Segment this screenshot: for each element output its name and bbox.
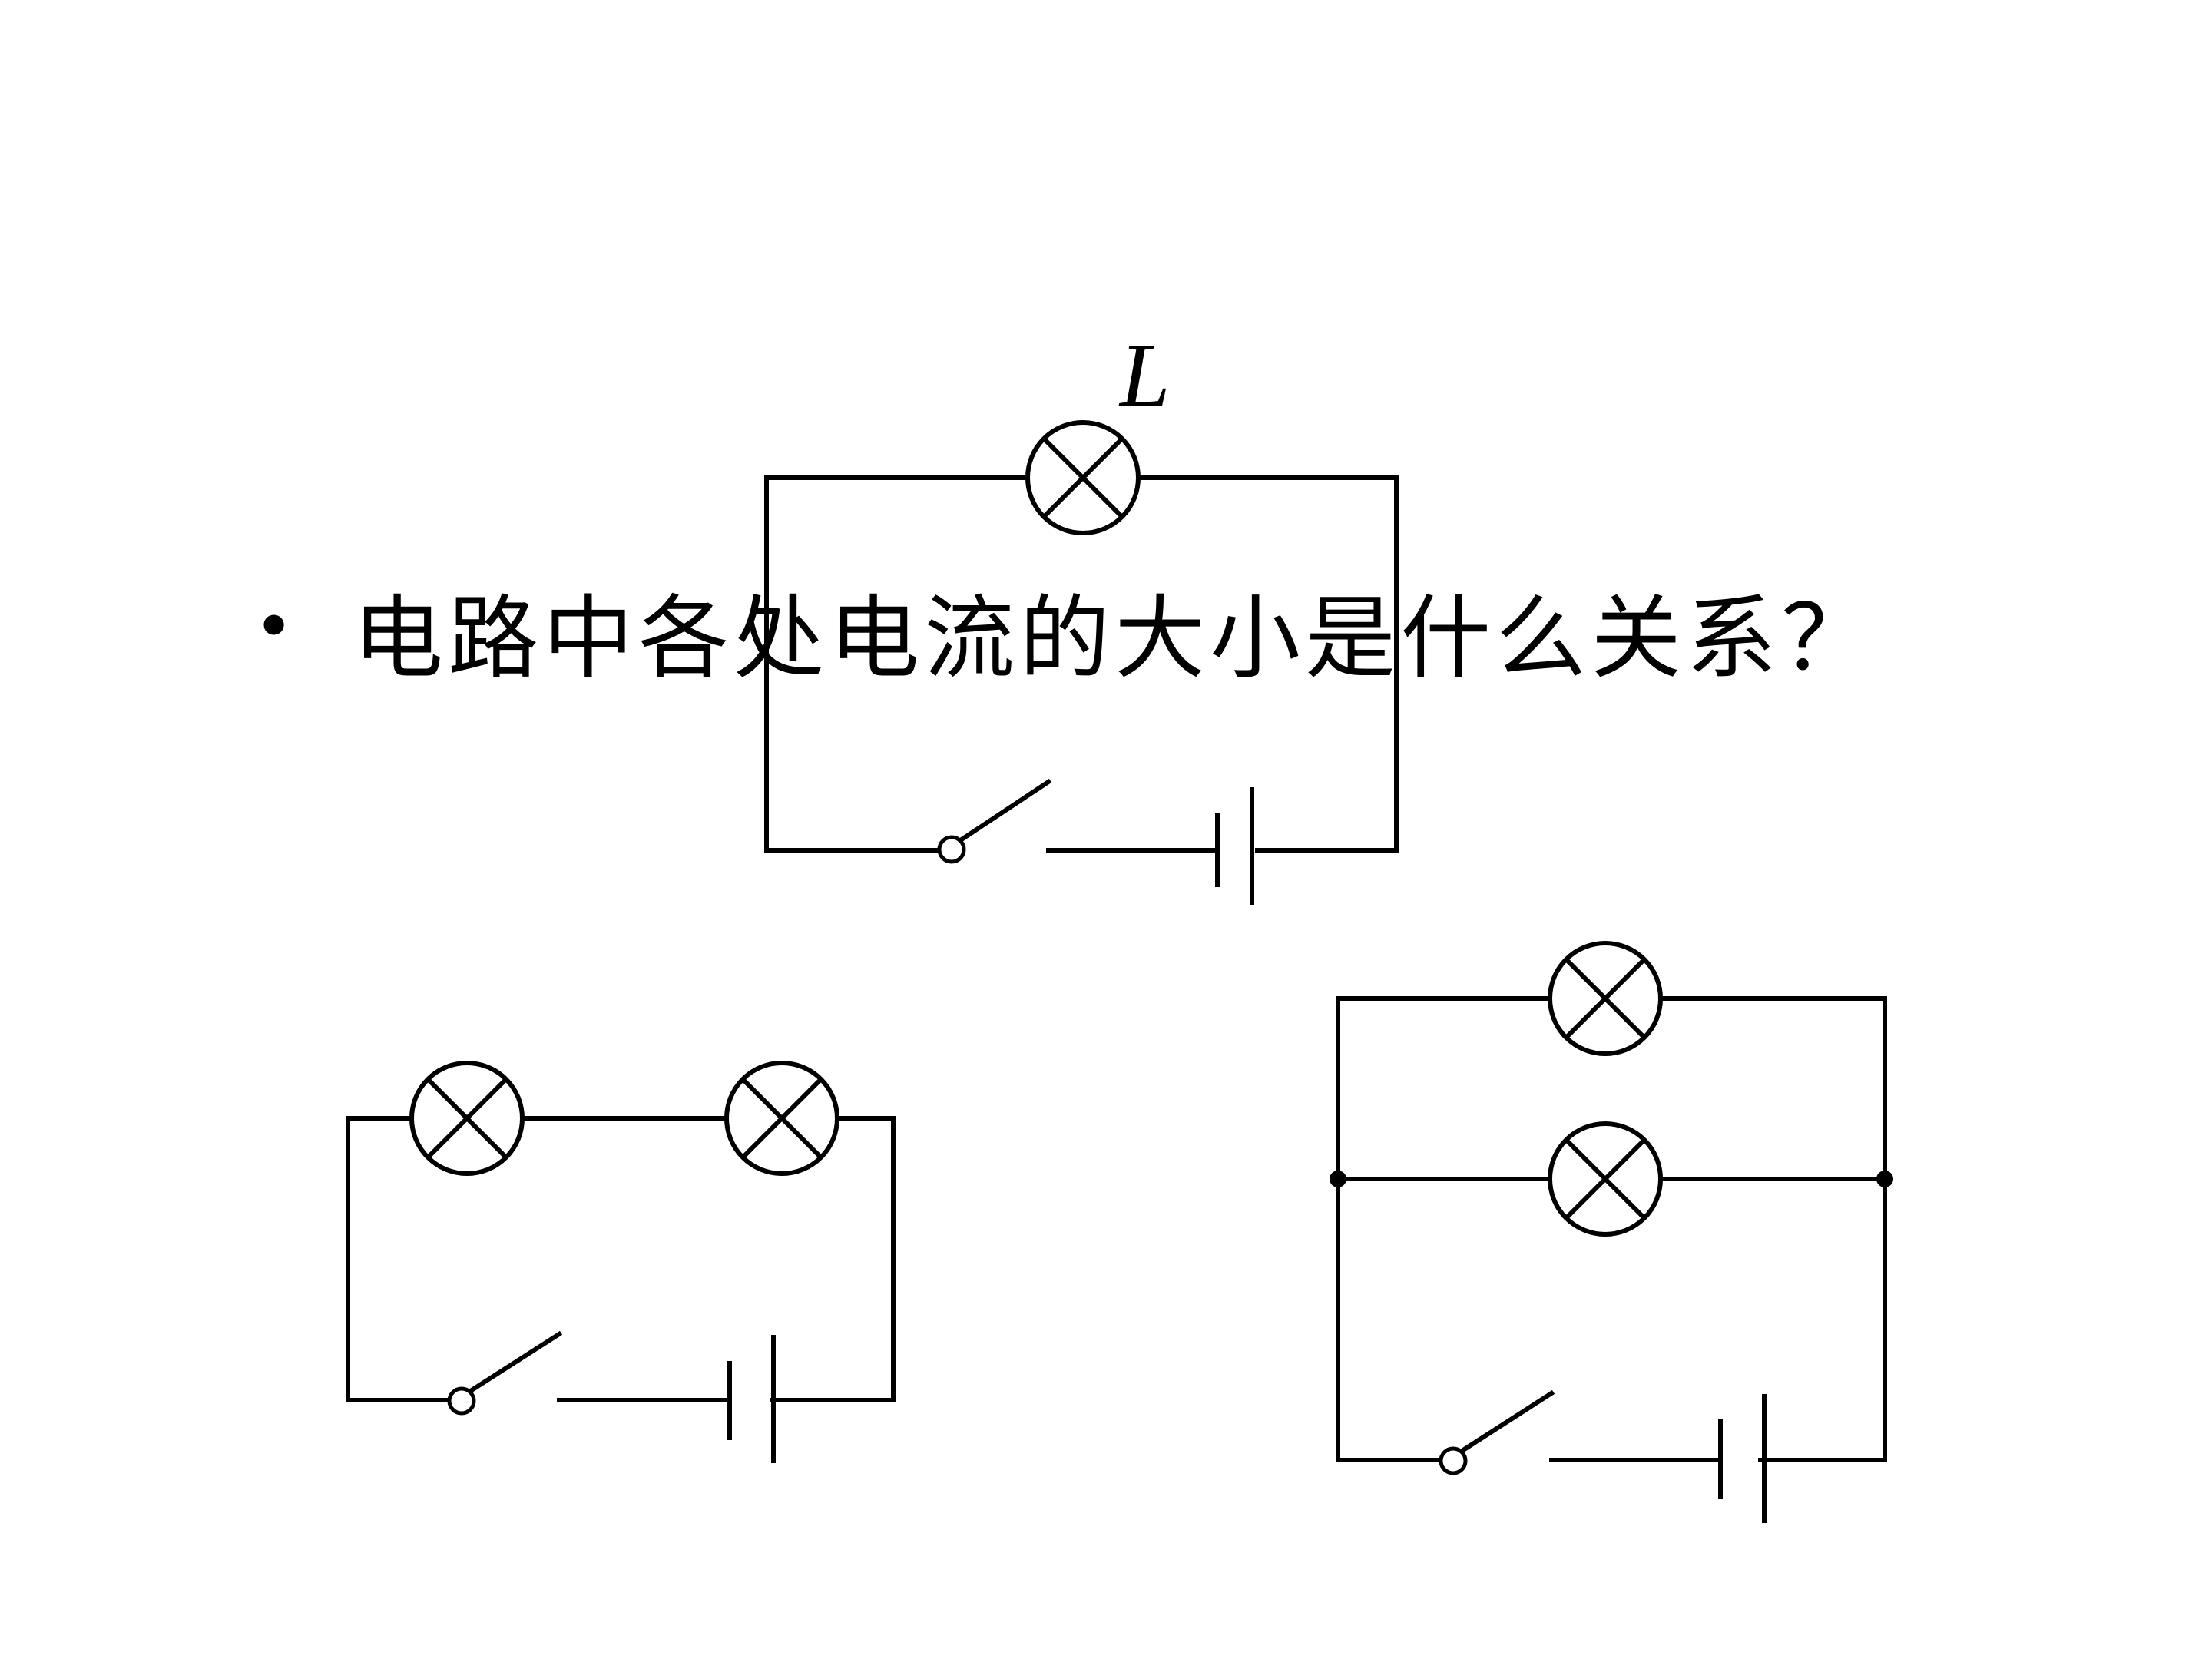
- switch-series-terminal: [447, 1386, 476, 1416]
- series-loop-wire: [346, 1116, 454, 1402]
- series-circuit: [346, 1061, 896, 1463]
- parallel-junction-right: [1876, 1171, 1893, 1187]
- battery-series: [727, 1335, 776, 1463]
- lamp-L-label: L: [1118, 325, 1171, 426]
- parallel-circuit: [1330, 941, 1893, 1523]
- single-circuit-left-wire: [764, 475, 1030, 853]
- switch-single: [937, 778, 1052, 864]
- parallel-lamp-1: [1548, 941, 1663, 1056]
- battery-single: [1215, 787, 1254, 905]
- switch-parallel: [1439, 1389, 1555, 1475]
- switch-parallel-terminal: [1439, 1446, 1468, 1475]
- series-lamp-1: [409, 1061, 525, 1176]
- single-circuit-loop-wire: [1025, 475, 1399, 853]
- parallel-top-right-wire: [1658, 996, 1887, 1462]
- bullet-marker: •: [253, 586, 300, 667]
- series-right-wire: [770, 1116, 896, 1402]
- question-bullet-item: • 电路中各处电流的大小是什么关系？: [253, 572, 1876, 691]
- switch-series: [447, 1330, 563, 1416]
- single-lamp-circuit: L: [764, 325, 1399, 905]
- series-lamp-2: [724, 1061, 839, 1176]
- parallel-junction-left: [1330, 1171, 1346, 1187]
- battery-parallel: [1718, 1394, 1767, 1523]
- question-text: 电路中各处电流的大小是什么关系？: [353, 584, 1877, 691]
- parallel-lamp-2: [1548, 1121, 1663, 1237]
- switch-single-terminal: [937, 835, 966, 864]
- parallel-top-branch-wire: [1336, 996, 1552, 1462]
- lamp-L: [1025, 420, 1141, 535]
